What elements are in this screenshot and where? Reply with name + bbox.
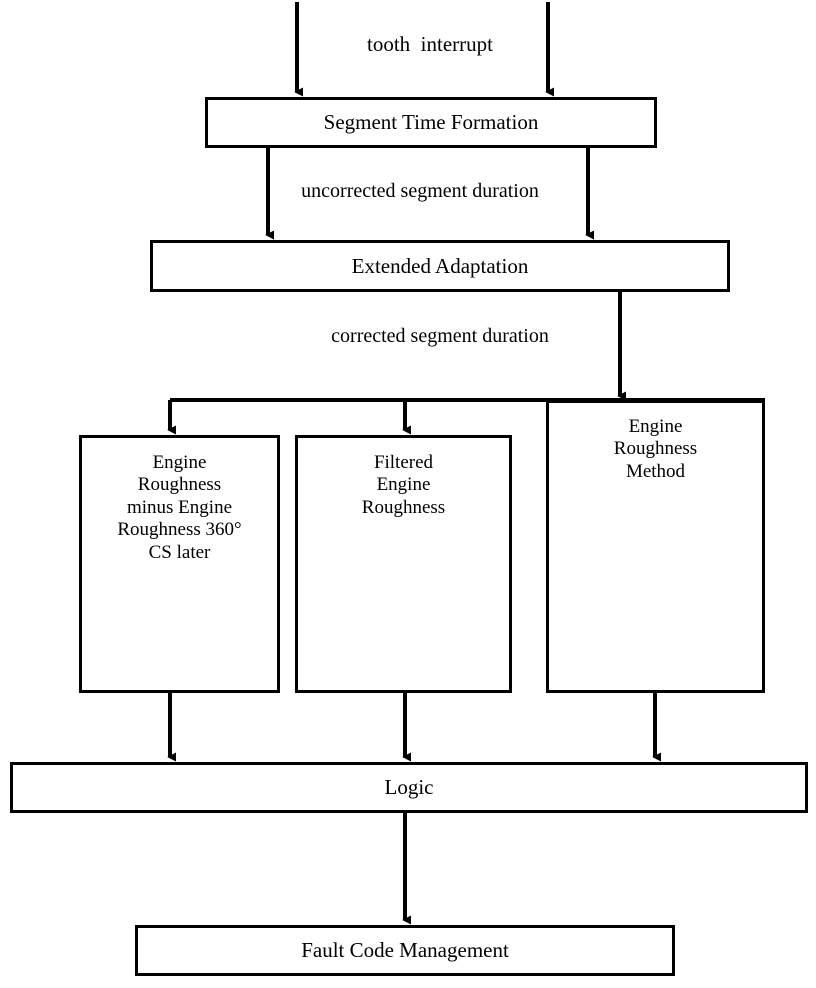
edge-label-corrected-segment-duration: corrected segment duration	[331, 325, 549, 347]
node-extended-adaptation[interactable]: Extended Adaptation	[150, 240, 730, 292]
node-fault-code-management[interactable]: Fault Code Management	[135, 925, 675, 976]
node-engine-roughness-method-label: Engine Roughness Method	[613, 416, 698, 482]
node-fault-code-management-label: Fault Code Management	[301, 938, 509, 963]
edge-label-tooth-interrupt: tooth interrupt	[367, 32, 493, 56]
edge-label-uncorrected-segment-duration: uncorrected segment duration	[301, 180, 539, 202]
node-segment-time-formation-label: Segment Time Formation	[323, 110, 539, 135]
node-logic-label: Logic	[384, 775, 434, 800]
node-filtered-engine-roughness[interactable]: Filtered Engine Roughness	[295, 435, 512, 693]
node-filtered-engine-roughness-label: Filtered Engine Roughness	[361, 452, 446, 518]
node-engine-roughness-difference[interactable]: Engine Roughness minus Engine Roughness …	[79, 435, 280, 693]
node-extended-adaptation-label: Extended Adaptation	[351, 253, 529, 278]
node-engine-roughness-method[interactable]: Engine Roughness Method	[546, 400, 765, 693]
node-engine-roughness-difference-label: Engine Roughness minus Engine Roughness …	[117, 452, 242, 563]
node-segment-time-formation[interactable]: Segment Time Formation	[205, 97, 657, 148]
node-logic[interactable]: Logic	[10, 762, 808, 813]
